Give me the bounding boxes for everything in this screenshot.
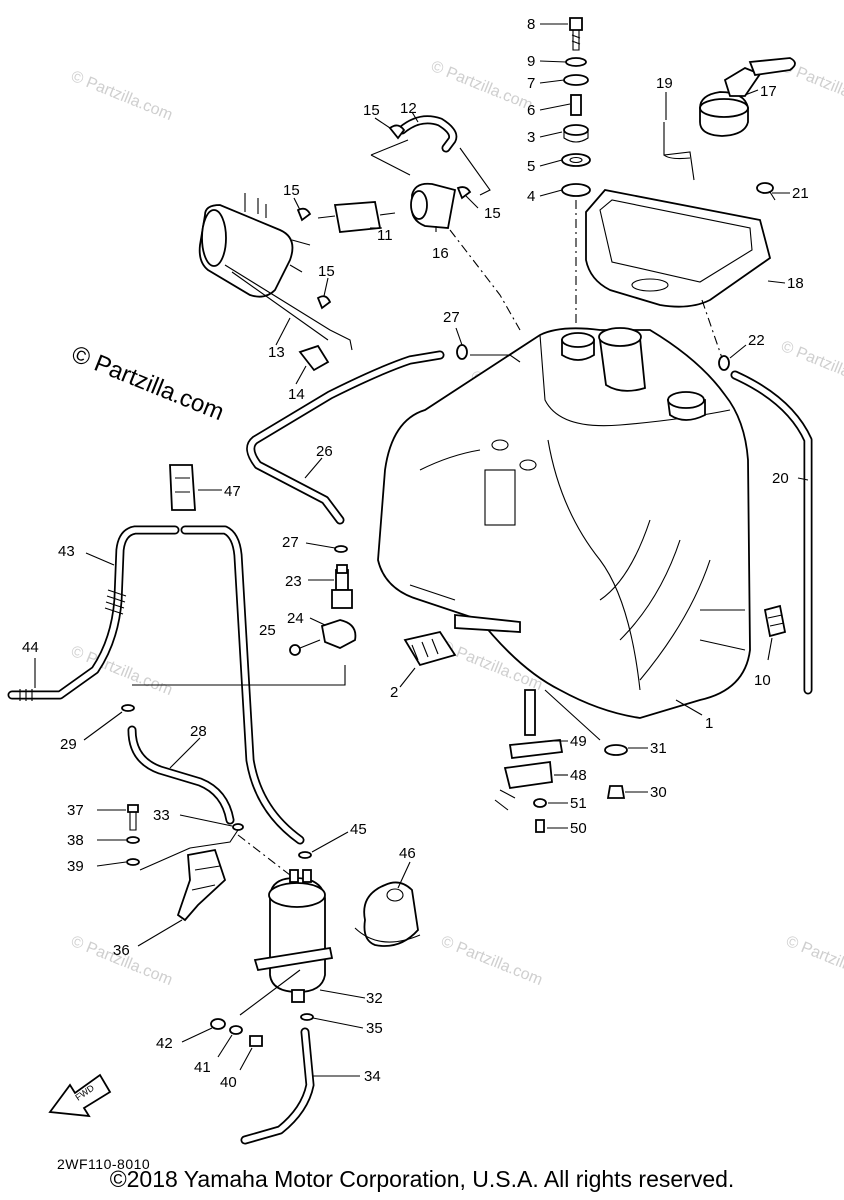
fuel-pump-upper <box>198 115 521 372</box>
part-label-43: 43 <box>58 543 75 560</box>
part-label-45: 45 <box>350 821 367 838</box>
clamp-10 <box>763 604 787 638</box>
fwd-arrow-icon: FWD <box>48 1073 112 1118</box>
fitting-23 <box>331 564 353 609</box>
part-label-25: 25 <box>259 622 276 639</box>
part-label-21: 21 <box>792 185 809 202</box>
part-label-37: 37 <box>67 802 84 819</box>
part-label-17: 17 <box>760 83 777 100</box>
part-label-8: 8 <box>527 16 535 33</box>
part-label-23: 23 <box>285 573 302 590</box>
watermark: © Partzilla.com <box>69 643 175 699</box>
part-label-47: 47 <box>224 483 241 500</box>
part-label-27a: 27 <box>443 309 460 326</box>
part-label-46: 46 <box>399 845 416 862</box>
part-label-15b: 15 <box>283 182 300 199</box>
part-label-13: 13 <box>268 344 285 361</box>
part-label-10: 10 <box>754 672 771 689</box>
clip-21 <box>756 182 776 201</box>
part-label-33: 33 <box>153 807 170 824</box>
part-label-34: 34 <box>364 1068 381 1085</box>
part-label-39: 39 <box>67 858 84 875</box>
part-label-11: 11 <box>377 227 393 244</box>
part-label-48: 48 <box>570 767 587 784</box>
mount-stack <box>561 17 591 325</box>
part-label-1: 1 <box>705 715 713 732</box>
part-label-28: 28 <box>190 723 207 740</box>
clips-33-45 <box>232 823 312 876</box>
part-label-15a: 15 <box>363 102 380 119</box>
copyright-notice: ©2018 Yamaha Motor Corporation, U.S.A. A… <box>109 1166 735 1192</box>
diagram-code: 2WF110-8010 <box>57 1156 151 1172</box>
hose-26 <box>246 344 521 553</box>
bolts-40-42 <box>210 969 301 1047</box>
part-label-22: 22 <box>748 332 765 349</box>
part-label-51: 51 <box>570 795 587 812</box>
part-label-50: 50 <box>570 820 587 837</box>
breather-clip-19 <box>663 122 695 181</box>
bracket-47 <box>169 464 196 511</box>
part-label-38: 38 <box>67 832 84 849</box>
part-label-31: 31 <box>650 740 667 757</box>
watermark: © Partzilla.com <box>784 933 844 989</box>
watermark: © Partzilla.com <box>439 933 545 989</box>
tank-tray <box>585 189 772 308</box>
part-label-16: 16 <box>432 245 449 262</box>
part-label-15c: 15 <box>484 205 501 222</box>
bolts-37-39 <box>126 804 140 866</box>
part-label-6: 6 <box>527 102 535 119</box>
part-label-35: 35 <box>366 1020 383 1037</box>
part-label-18: 18 <box>787 275 804 292</box>
clamp-24 <box>132 619 357 686</box>
part-label-26: 26 <box>316 443 333 460</box>
fuel-cock <box>494 689 601 833</box>
hose-45-vertical <box>180 525 305 845</box>
cover-46 <box>354 881 421 947</box>
part-label-44: 44 <box>22 639 39 656</box>
part-label-19: 19 <box>656 75 673 92</box>
part-label-41: 41 <box>194 1059 211 1076</box>
part-label-40: 40 <box>220 1074 237 1091</box>
part-label-27b: 27 <box>282 534 299 551</box>
hose-28 <box>121 704 235 825</box>
hose-20 <box>701 299 813 695</box>
watermark-main: © Partzilla.com <box>68 341 228 427</box>
part-label-4: 4 <box>527 188 535 205</box>
watermark: © Partzilla.com <box>69 68 175 124</box>
tank-cap <box>699 57 796 137</box>
pad-2 <box>403 630 457 667</box>
part-label-36: 36 <box>113 942 130 959</box>
part-labels: 1 2 3 4 5 6 7 8 9 10 11 12 13 <box>22 16 809 1091</box>
part-label-24: 24 <box>287 610 304 627</box>
watermark: © Partzilla.com <box>779 338 844 394</box>
hose-43 <box>7 525 180 701</box>
hose-34 <box>240 1013 315 1145</box>
part-label-42: 42 <box>156 1035 173 1052</box>
watermark: © Partzilla.com <box>429 58 535 114</box>
part-label-14: 14 <box>288 386 305 403</box>
part-label-30: 30 <box>650 784 667 801</box>
part-label-20: 20 <box>772 470 789 487</box>
part-label-32: 32 <box>366 990 383 1007</box>
part-label-2: 2 <box>390 684 398 701</box>
part-label-49: 49 <box>570 733 587 750</box>
bracket-36 <box>139 829 239 922</box>
part-label-12: 12 <box>400 100 417 117</box>
part-label-9: 9 <box>527 53 535 70</box>
part-label-3: 3 <box>527 129 535 146</box>
part-label-5: 5 <box>527 158 535 175</box>
fuel-tank <box>377 327 751 719</box>
washers-30-31 <box>604 744 628 799</box>
part-label-15d: 15 <box>318 263 335 280</box>
part-label-7: 7 <box>527 75 535 92</box>
fuel-pump-32 <box>253 869 334 1003</box>
part-label-29: 29 <box>60 736 77 753</box>
